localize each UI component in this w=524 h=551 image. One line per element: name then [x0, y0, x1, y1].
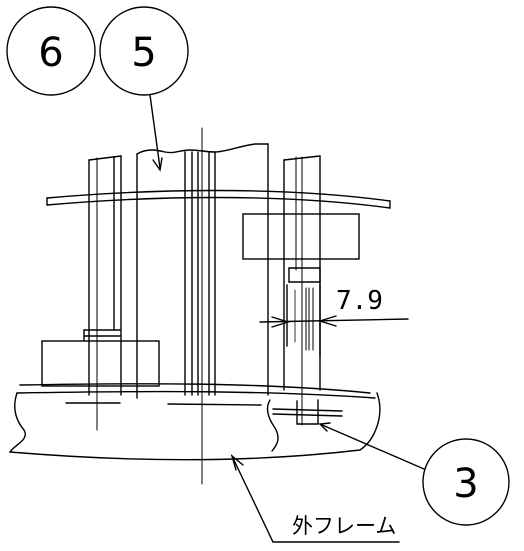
right-bar: [283, 155, 321, 426]
leader-5-line: [149, 94, 161, 169]
outer-frame-label: 外フレーム: [292, 514, 396, 538]
dimension-arrow-right: [317, 315, 337, 327]
leader-outer-frame: 外フレーム: [230, 454, 400, 543]
balloon-3-circle: [422, 438, 510, 526]
left-bar: [83, 155, 122, 431]
leader-5-arrow: [152, 157, 163, 172]
balloon-5-label: 5: [131, 30, 156, 76]
balloon-5: 5: [99, 6, 189, 96]
right-block: [242, 213, 360, 260]
upper-rail: [46, 189, 391, 209]
balloon-6: 6: [6, 6, 96, 96]
central-column: [136, 127, 269, 485]
leader-3: [318, 422, 425, 470]
dimension-7-9: 7.9: [259, 286, 409, 328]
balloon-6-label: 6: [38, 30, 63, 76]
leader-3-line: [319, 423, 425, 470]
dimension-value: 7.9: [336, 286, 383, 316]
outer-frame: [8, 392, 381, 461]
balloon-5-circle: [99, 6, 189, 96]
dimension-arrow-left: [271, 316, 291, 328]
leader-outer-frame-line: [231, 455, 400, 543]
leader-5: [149, 94, 163, 172]
balloon-6-circle: [6, 6, 96, 96]
balloon-3: 3: [422, 438, 510, 526]
lower-rail: [16, 383, 376, 406]
top-break-line: [136, 143, 269, 155]
leader-3-arrow: [318, 422, 331, 432]
leader-outer-frame-arrow: [230, 454, 244, 471]
left-block: [41, 340, 160, 387]
outer-frame-break: [266, 399, 279, 452]
balloon-3-label: 3: [453, 461, 478, 507]
